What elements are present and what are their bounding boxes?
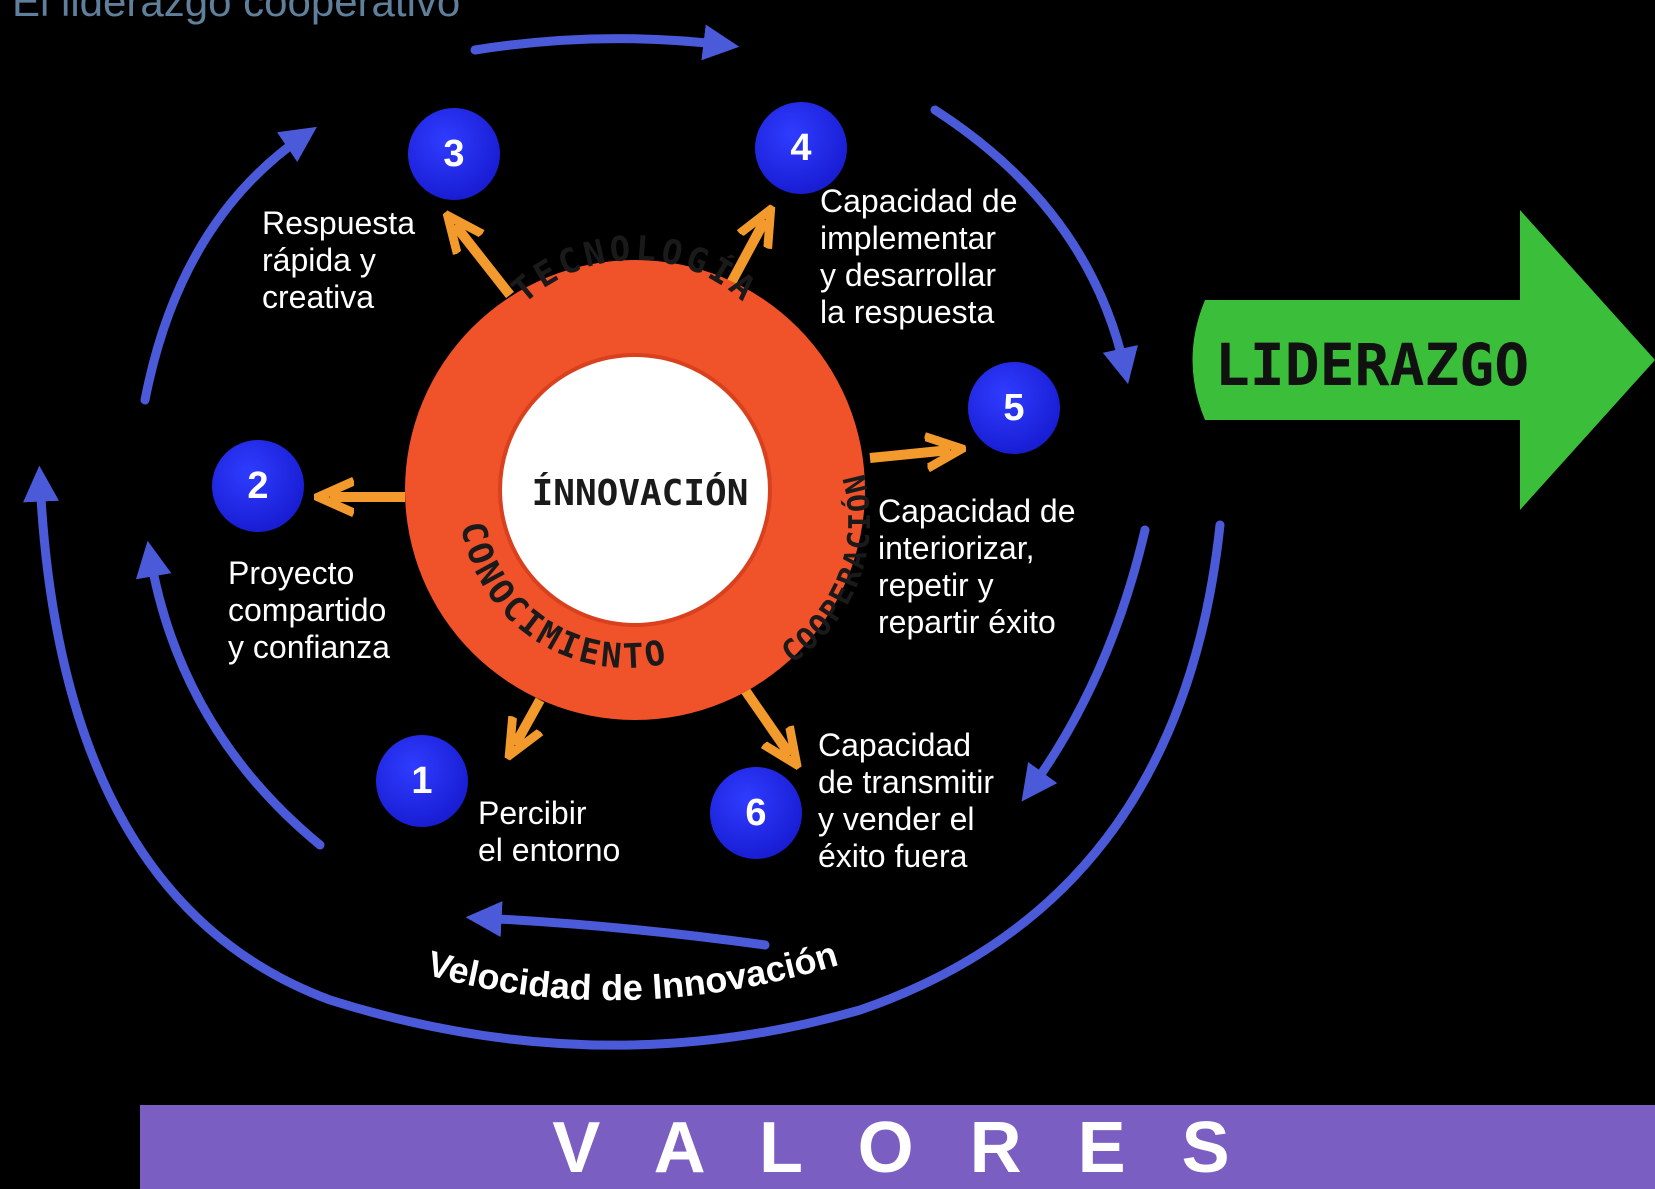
page-title: El liderazgo cooperativo: [12, 0, 461, 25]
values-label: V A L O R E S: [552, 1108, 1247, 1188]
cycle-arrow-right: [1021, 525, 1150, 802]
cycle-label: Velocidad de Innovación: [423, 933, 842, 1008]
node-4-label: Capacidad de implementar y desarrollar l…: [820, 183, 1018, 330]
spoke-to-3: [455, 225, 514, 299]
cycle-arrow-upper-right: [930, 105, 1138, 385]
node-1-label: Percibir el entorno: [478, 795, 621, 868]
spoke-to-4: [725, 220, 765, 288]
values-band: [140, 1105, 1655, 1189]
cycle-arrow-outer-sweep: [23, 465, 1225, 1050]
core-label: ÍNNOVACIÓN: [532, 472, 749, 514]
node-5-badge: 5: [968, 362, 1060, 454]
node-5-label: Capacidad de interiorizar, repetir y rep…: [878, 493, 1076, 640]
node-3-badge: 3: [408, 108, 500, 200]
leadership-label: LIDERAZGO: [1215, 331, 1529, 399]
node-4-badge: 4: [755, 102, 847, 194]
cycle-arrow-bottom: [465, 901, 770, 950]
cycle-arrow-top: [470, 24, 740, 61]
node-3-label: Respuesta rápida y creativa: [262, 205, 415, 315]
node-6-label: Capacidad de transmitir y vender el éxit…: [818, 727, 995, 874]
cycle-arrow-upper-left: [140, 126, 317, 405]
node-1-badge: 1: [376, 735, 468, 827]
spoke-to-1: [515, 697, 545, 745]
node-2-badge: 2: [212, 440, 304, 532]
node-6-badge: 6: [710, 767, 802, 859]
leadership-arrow: [1192, 210, 1655, 510]
knowledge-ring-inner-edge: [498, 353, 772, 627]
spoke-to-5: [869, 450, 950, 458]
node-2-label: Proyecto compartido y confianza: [228, 555, 390, 665]
spoke-to-6: [740, 687, 790, 755]
cycle-arrow-left-inner: [135, 540, 325, 850]
